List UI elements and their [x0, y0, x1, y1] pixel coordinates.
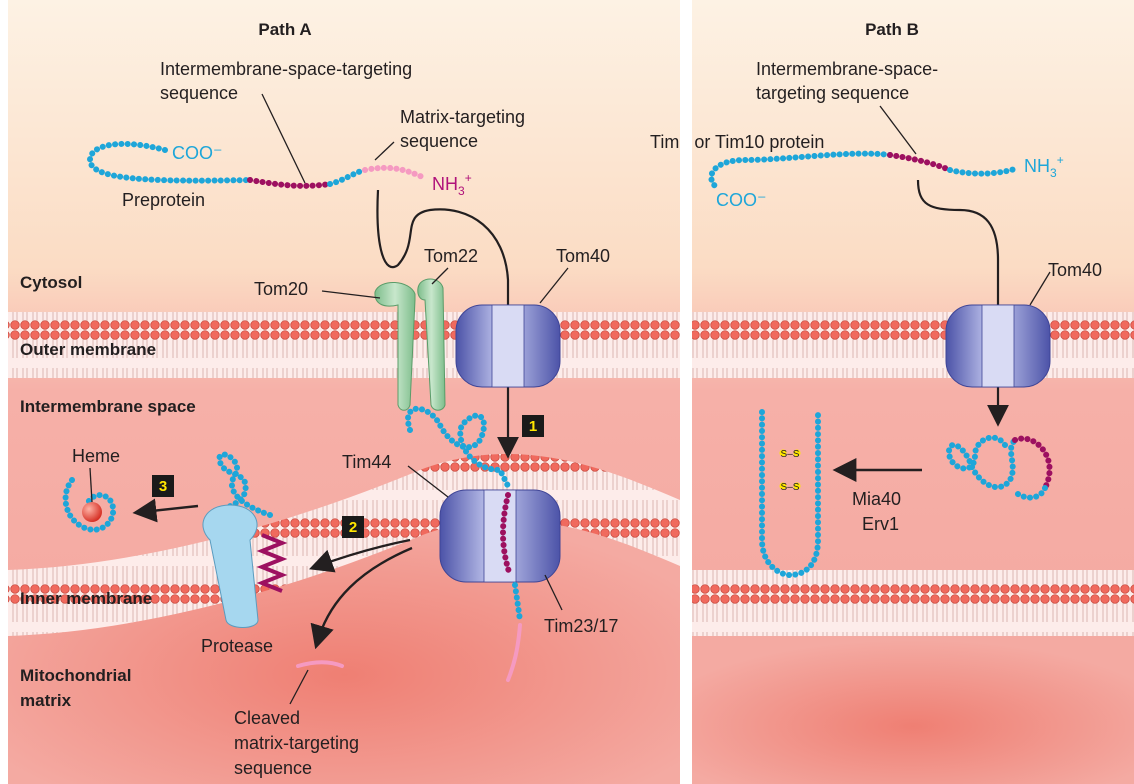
region-outer-membrane: Outer membrane	[20, 340, 156, 359]
erv1-label: Erv1	[862, 514, 899, 534]
heme-leader	[89, 467, 93, 503]
chain-through-tim23	[405, 405, 523, 682]
tom40-leader-a	[539, 267, 569, 304]
matrix-seq-leader	[374, 141, 395, 161]
outer-membrane-a	[8, 312, 680, 378]
tom40-label-a: Tom40	[556, 246, 610, 266]
tim44-label: Tim44	[342, 452, 391, 472]
coo-label-a: COO⁻	[172, 143, 223, 163]
inner-membrane-b	[692, 570, 1134, 636]
ims-targeting-sequence-label-b1: Intermembrane-space-	[756, 59, 938, 79]
cleaved-sequence-fragment	[296, 660, 344, 668]
disulfide-bond-1: S–S	[779, 449, 801, 460]
preprotein-label: Preprotein	[122, 190, 205, 210]
matrix-targeting-sequence-label-1: Matrix-targeting	[400, 107, 525, 127]
matrix-targeting-sequence-label-2: sequence	[400, 131, 478, 151]
matrix-region-b	[692, 640, 1134, 784]
panel-a-title: Path A	[258, 20, 311, 39]
step-3-arrow	[132, 498, 199, 523]
ims-seq-leader-a	[261, 93, 306, 184]
tim44-leader	[407, 465, 449, 498]
ims-seq-leader-b	[879, 105, 917, 155]
heme-protein	[62, 477, 117, 533]
step-2-arrow-upper	[308, 538, 411, 573]
step-3-badge: 3	[152, 475, 174, 497]
tom22-label: Tom22	[424, 246, 478, 266]
panel-b-title: Path B	[865, 20, 919, 39]
ims-targeting-sequence-label-a2: sequence	[160, 83, 238, 103]
tom20-leader	[321, 290, 381, 299]
cleaved-label-1: Cleaved	[234, 708, 300, 728]
panel-divider	[680, 0, 692, 784]
tim23-label: Tim23/17	[544, 616, 618, 636]
tom22-leader	[431, 267, 449, 285]
cleaved-leader	[289, 669, 309, 705]
mia40-label: Mia40	[852, 489, 901, 509]
import-path-a	[376, 189, 519, 459]
nh3-label-b: NH3+	[1024, 153, 1064, 180]
region-inner-membrane: Inner membrane	[20, 589, 152, 608]
tom20-tom22-receptor	[374, 278, 446, 411]
heme-label: Heme	[72, 446, 120, 466]
tom40-channel-a	[455, 304, 561, 388]
region-intermembrane-space: Intermembrane space	[20, 397, 196, 416]
step-2-badge: 2	[342, 516, 364, 538]
region-cytosol: Cytosol	[20, 273, 82, 292]
svg-text:1: 1	[529, 418, 537, 435]
coo-label-b: COO⁻	[716, 190, 767, 210]
tim-protein-chain	[708, 150, 1021, 189]
region-matrix-line2: matrix	[20, 691, 72, 710]
panel-b: Path B Intermembrane-space- targeting se…	[650, 0, 1134, 784]
tom40-label-b: Tom40	[1048, 260, 1102, 280]
step-2-arrow-lower	[310, 546, 413, 650]
step-1-badge: 1	[522, 415, 544, 437]
import-path-b	[916, 179, 1009, 427]
folded-disulfide-protein	[759, 409, 821, 579]
tim23-leader	[544, 574, 563, 611]
panel-a: Path A Cytosol Outer membrane Intermembr…	[8, 0, 680, 784]
protease-enzyme	[202, 504, 259, 628]
tim-protein-label-visible: Tim9 or Tim10 protein	[650, 132, 824, 152]
disulfide-label-2: S–S	[781, 482, 800, 493]
disulfide-label-1: S–S	[781, 449, 800, 460]
tom20-label: Tom20	[254, 279, 308, 299]
preprotein-chain	[86, 141, 428, 189]
imported-protein-unfolded	[946, 434, 1053, 501]
tom40-channel-b	[945, 304, 1051, 388]
ims-targeting-sequence-label-a1: Intermembrane-space-targeting	[160, 59, 412, 79]
disulfide-bond-2: S–S	[779, 482, 801, 493]
outer-membrane-b	[692, 312, 1134, 378]
svg-text:2: 2	[349, 519, 357, 536]
nh3-label-a: NH3+	[432, 171, 472, 198]
protease-label: Protease	[201, 636, 273, 656]
region-matrix-line1: Mitochondrial	[20, 666, 131, 685]
cleaved-label-2: matrix-targeting	[234, 733, 359, 753]
tim23-channel	[439, 489, 561, 583]
tom40-leader-b	[1029, 271, 1051, 306]
ims-targeting-sequence-label-b2: targeting sequence	[756, 83, 909, 103]
anchored-protein	[215, 451, 288, 593]
svg-text:3: 3	[159, 478, 167, 495]
cleaved-label-3: sequence	[234, 758, 312, 778]
